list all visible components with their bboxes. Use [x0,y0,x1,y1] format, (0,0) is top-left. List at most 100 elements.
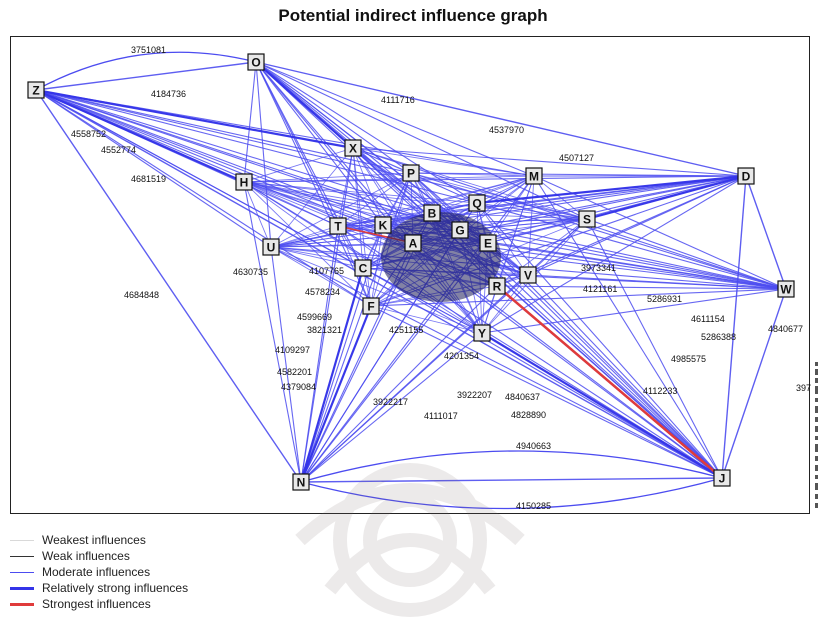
node-A[interactable]: A [404,234,422,252]
edge-D-W [745,175,787,290]
edge-H-S [243,181,588,220]
edge-W-M [533,175,787,290]
edge-U-C [270,246,364,269]
legend-swatch-weak [10,555,34,557]
watermark-emblem [295,463,525,617]
node-Y[interactable]: Y [473,324,491,342]
node-box-N [292,473,310,491]
node-label-Z: Z [32,84,39,98]
node-M[interactable]: M [525,167,543,185]
edge-Q-T [337,202,478,227]
edge-weight-label: 4940663 [516,441,551,451]
edge-weight-label: 4150285 [516,501,551,511]
edge-W-Q [476,202,787,290]
edge-F-Y [370,305,483,334]
edge-strong-D-S [586,174,747,221]
edge-M-U [270,175,535,248]
edge-S-R [496,218,588,287]
edge-P-S [410,172,588,220]
edge-N-H [243,181,302,483]
edge-D-H [243,175,747,183]
edge-W-R [496,285,787,290]
node-label-P: P [407,167,415,181]
edge-M-V [527,175,535,276]
node-B[interactable]: B [423,204,441,222]
edge-weight-label: 4379084 [281,382,316,392]
node-S[interactable]: S [578,210,596,228]
node-box-Y [473,324,491,342]
legend-item-weakest: Weakest influences [10,532,188,548]
node-R[interactable]: R [488,277,506,295]
edge-J-S [586,218,723,479]
edge-curve-J-N [300,450,723,483]
node-V[interactable]: V [519,266,537,284]
node-box-D [737,167,755,185]
edge-V-Y [481,274,529,334]
edge-T-U [270,225,339,248]
legend-swatch-relatively-strong [10,586,34,590]
legend-item-weak: Weak influences [10,548,188,564]
edge-J-V [527,274,723,479]
node-T[interactable]: T [329,217,347,235]
edge-weight-label: 4578234 [305,287,340,297]
edge-X-H [243,147,354,183]
node-O[interactable]: O [247,53,265,71]
node-label-S: S [583,213,591,227]
node-label-Q: Q [472,197,481,211]
node-X[interactable]: X [344,139,362,157]
edge-H-Q [243,181,478,204]
node-W[interactable]: W [777,280,795,298]
node-box-C [354,259,372,277]
legend-item-strongest: Strongest influences [10,596,188,612]
edge-O-C [255,61,364,269]
node-label-X: X [349,142,357,156]
edge-J-G [459,229,723,479]
edge-H-M [243,175,535,183]
edge-strong-Z-H [35,88,245,184]
node-Q[interactable]: Q [468,194,486,212]
edge-weight-label: 3821321 [307,325,342,335]
node-label-V: V [524,269,532,283]
legend-label-moderate: Moderate influences [42,565,151,579]
edge-weight-label: 4599669 [297,312,332,322]
edge-W-Y [481,288,787,334]
node-N[interactable]: N [292,473,310,491]
legend-item-relatively-strong: Relatively strong influences [10,580,188,596]
edge-Q-V [476,202,529,276]
edge-weight-label: 4107765 [309,266,344,276]
node-C[interactable]: C [354,259,372,277]
node-label-N: N [297,476,306,490]
legend-swatch-moderate [10,571,34,573]
node-box-G [451,221,469,239]
node-P[interactable]: P [402,164,420,182]
edge-W-V [527,274,787,290]
edge-weight-label: 3922217 [373,397,408,407]
edge-N-X [300,147,354,483]
node-box-Q [468,194,486,212]
edge-W-G [459,229,787,290]
node-label-T: T [334,220,342,234]
node-label-C: C [359,262,368,276]
node-U[interactable]: U [262,238,280,256]
edge-weight-label: 4985575 [671,354,706,364]
node-J[interactable]: J [713,469,731,487]
node-box-W [777,280,795,298]
edge-J-Q [476,202,723,479]
node-D[interactable]: D [737,167,755,185]
node-Z[interactable]: Z [27,81,45,99]
side-watermark-text [815,362,818,508]
node-box-A [404,234,422,252]
node-H[interactable]: H [235,173,253,191]
node-box-H [235,173,253,191]
node-K[interactable]: K [374,216,392,234]
node-box-T [329,217,347,235]
edge-O-A [255,61,414,244]
node-E[interactable]: E [479,234,497,252]
edge-strong-D-Q [476,174,747,205]
edge-W-B [431,212,787,290]
node-F[interactable]: F [362,297,380,315]
node-G[interactable]: G [451,221,469,239]
legend: Weakest influences Weak influences Moder… [10,532,188,612]
node-label-W: W [780,283,792,297]
